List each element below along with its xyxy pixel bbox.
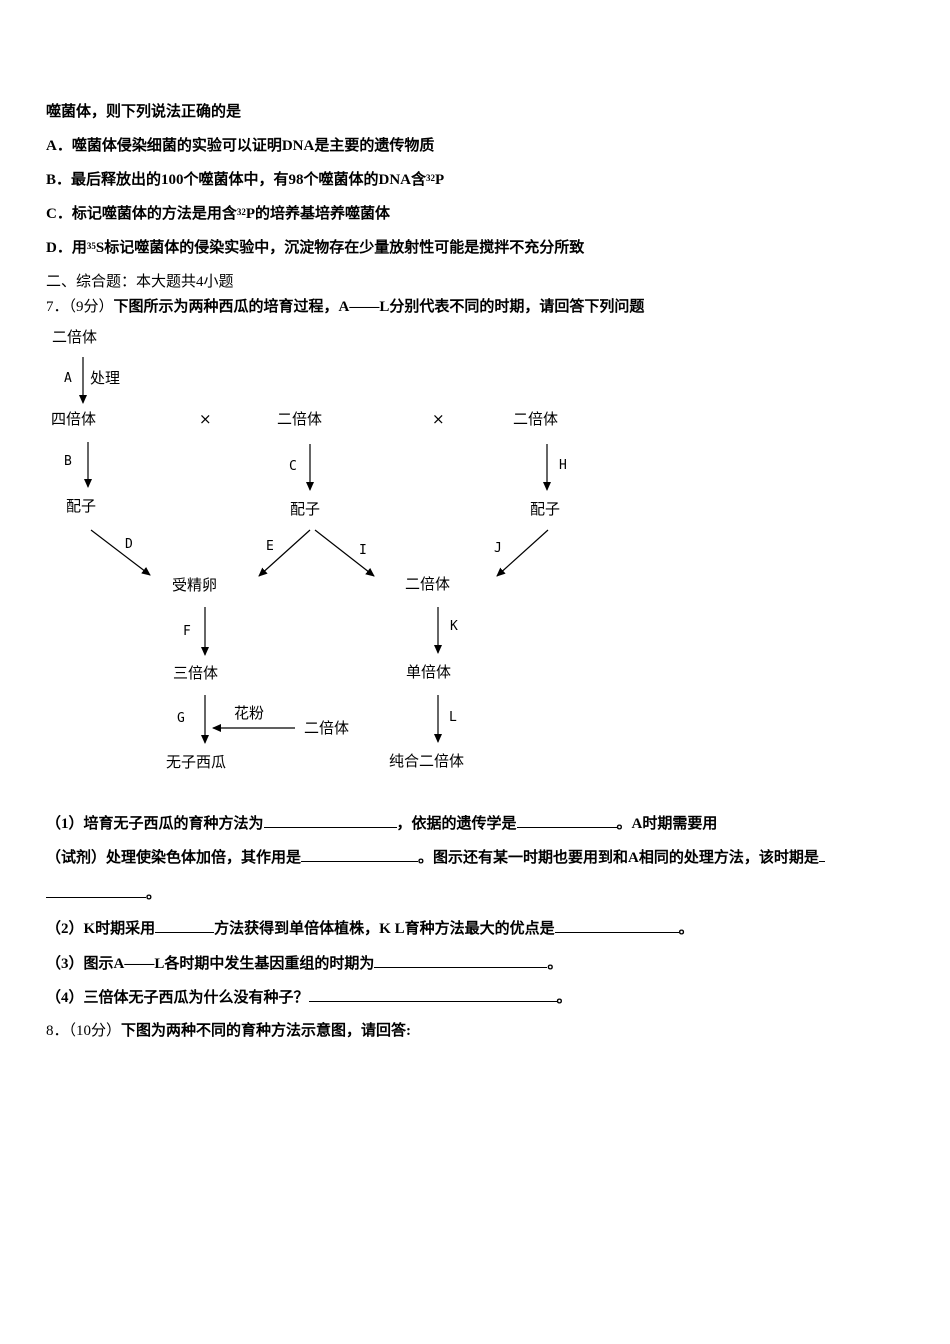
text: ，依据的遗传学是: [396, 816, 517, 832]
label-e: E: [266, 539, 274, 554]
text: （4）三倍体无子西瓜为什么没有种子？: [46, 990, 309, 1006]
node-diploid-top: 二倍体: [52, 328, 98, 346]
answer-blank[interactable]: [516, 813, 617, 828]
option-text-after: P: [435, 172, 445, 188]
node-haploid: 单倍体: [406, 663, 452, 681]
superscript: 32: [236, 207, 246, 217]
node-gamete-mid: 配子: [290, 500, 321, 518]
answer-blank[interactable]: [554, 918, 679, 933]
section-title: 二、综合题：本大题共4小题: [46, 274, 234, 290]
label-treatment: 处理: [90, 369, 121, 387]
cross-symbol-2: ×: [432, 410, 445, 428]
q6-stem-tail: 噬菌体，则下列说法正确的是: [46, 104, 242, 120]
question-score: （10分）: [68, 1023, 122, 1039]
question-number: 8．: [46, 1023, 69, 1039]
option-label: A．: [46, 138, 72, 154]
option-text: 标记噬菌体的方法是用含: [71, 206, 237, 222]
superscript: 35: [86, 241, 96, 251]
answer-blank[interactable]: [155, 918, 215, 933]
node-pure-diploid: 纯合二倍体: [389, 752, 465, 770]
node-tetraploid: 四倍体: [51, 410, 97, 428]
q7-sub2: （2）K时期采用 方法获得到单倍体植株，K L育种方法最大的优点是 。: [46, 918, 694, 939]
q6-option-b: B．最后释放出的100个噬菌体中，有98个噬菌体的DNA含32P: [46, 170, 444, 190]
label-j: J: [494, 541, 502, 556]
superscript: 32: [426, 173, 436, 183]
q8-stem: 8．（10分）下图为两种不同的育种方法示意图，请回答:: [46, 1021, 411, 1041]
label-i: I: [359, 543, 367, 558]
label-d: D: [125, 537, 133, 552]
node-diploid-right: 二倍体: [513, 410, 559, 428]
text: 。: [678, 921, 694, 937]
option-label: B．: [46, 172, 72, 188]
text: （1）培育无子西瓜的育种方法为: [46, 816, 264, 832]
label-k: K: [450, 619, 458, 634]
answer-blank[interactable]: [818, 847, 825, 862]
q6-option-d: D．用35S标记噬菌体的侵染实验中，沉淀物存在少量放射性可能是搅拌不充分所致: [46, 238, 584, 258]
text: 。图示还有某一时期也要用到和A相同的处理方法，该时期是: [418, 850, 819, 866]
node-gamete-left: 配子: [66, 497, 97, 515]
text: （2）K时期采用: [46, 921, 156, 937]
text: 。: [556, 990, 572, 1006]
text: 方法获得到单倍体植株，K L育种方法最大的优点是: [214, 921, 555, 937]
q7-sub1-line3: 。: [46, 883, 161, 904]
node-triploid: 三倍体: [173, 664, 219, 682]
label-g: G: [177, 711, 185, 726]
text: 。: [146, 886, 162, 902]
q7-sub3: （3）图示A——L各时期中发生基因重组的时期为 。: [46, 953, 562, 974]
option-text-after: P的培养基培养噬菌体: [245, 206, 391, 222]
option-text-after: S标记噬菌体的侵染实验中，沉淀物存在少量放射性可能是搅拌不充分所致: [95, 240, 585, 256]
label-b: B: [64, 454, 72, 469]
label-f: F: [183, 624, 191, 639]
option-text: 噬菌体侵染细菌的实验可以证明DNA是主要的遗传物质: [71, 138, 435, 154]
text: （3）图示A——L各时期中发生基因重组的时期为: [46, 956, 375, 972]
option-label: C．: [46, 206, 72, 222]
text: 。: [547, 956, 563, 972]
question-score: （9分）: [68, 299, 114, 315]
text: 。A时期需要用: [616, 816, 718, 832]
text: （试剂）处理使染色体加倍，其作用是: [46, 850, 302, 866]
answer-blank[interactable]: [301, 847, 419, 862]
q6-option-c: C．标记噬菌体的方法是用含32P的培养基培养噬菌体: [46, 204, 390, 224]
q7-sub1-line1: （1）培育无子西瓜的育种方法为 ，依据的遗传学是 。A时期需要用: [46, 813, 717, 834]
question-number: 7．: [46, 299, 69, 315]
q7-sub1-line2: （试剂）处理使染色体加倍，其作用是 。图示还有某一时期也要用到和A相同的处理方法，…: [46, 847, 825, 868]
answer-blank[interactable]: [263, 813, 397, 828]
q7-sub4: （4）三倍体无子西瓜为什么没有种子？ 。: [46, 987, 572, 1008]
label-a: A: [64, 371, 72, 386]
label-c: C: [289, 459, 297, 474]
option-text: 最后释放出的100个噬菌体中，有98个噬菌体的DNA含: [71, 172, 427, 188]
node-diploid-pollen: 二倍体: [304, 719, 350, 737]
q6-option-a: A．噬菌体侵染细菌的实验可以证明DNA是主要的遗传物质: [46, 136, 434, 156]
option-label: D．: [46, 240, 72, 256]
label-pollen: 花粉: [234, 704, 265, 722]
q7-stem: 7．（9分）下图所示为两种西瓜的培育过程，A——L分别代表不同的时期，请回答下列…: [46, 297, 644, 317]
answer-blank[interactable]: [46, 883, 146, 898]
node-seedless-watermelon: 无子西瓜: [166, 753, 227, 771]
cross-symbol-1: ×: [199, 410, 212, 428]
label-l: L: [449, 710, 457, 725]
node-gamete-right: 配子: [530, 500, 561, 518]
answer-blank[interactable]: [374, 953, 548, 968]
question-text: 下图所示为两种西瓜的培育过程，A——L分别代表不同的时期，请回答下列问题: [113, 299, 645, 315]
node-diploid-center: 二倍体: [405, 575, 451, 593]
node-diploid-mid: 二倍体: [277, 410, 323, 428]
question-text: 下图为两种不同的育种方法示意图，请回答:: [121, 1023, 412, 1039]
label-h: H: [559, 458, 567, 473]
node-zygote: 受精卵: [172, 576, 218, 594]
answer-blank[interactable]: [308, 987, 557, 1002]
option-text: 用: [71, 240, 87, 256]
